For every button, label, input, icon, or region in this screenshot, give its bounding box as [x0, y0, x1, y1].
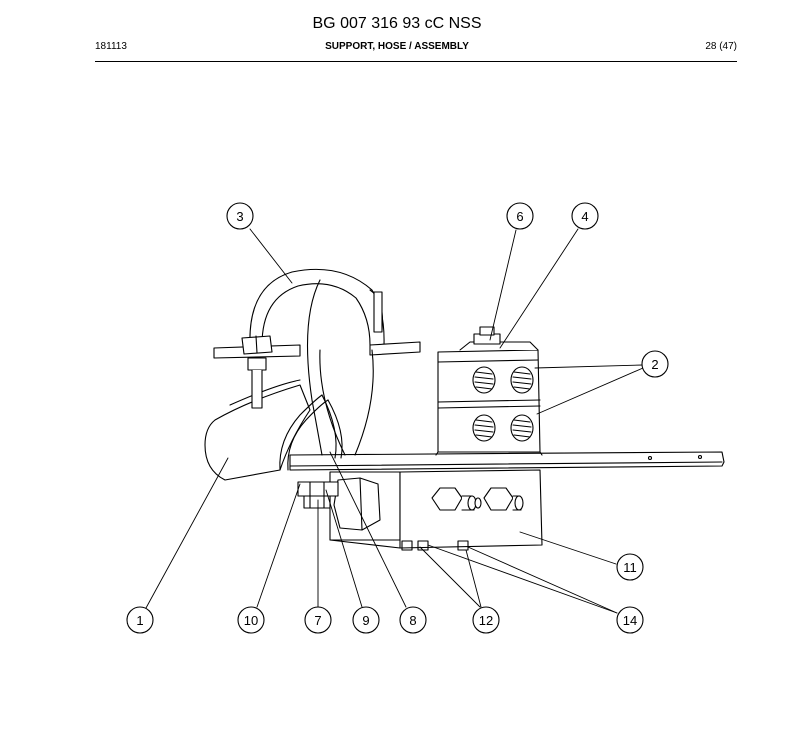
hose	[204, 379, 311, 481]
hex-nut	[333, 477, 381, 531]
threaded-bore-2	[510, 366, 534, 394]
callout-2: 2	[641, 350, 669, 378]
callout-14: 14	[616, 606, 644, 634]
callout-12: 12	[472, 606, 500, 634]
threaded-bore-1	[472, 366, 496, 394]
svg-text:10: 10	[244, 613, 258, 628]
date-code: 181113	[95, 41, 127, 52]
hose-fitting-left	[431, 487, 482, 511]
callout-7: 7	[304, 606, 332, 634]
base-plate	[289, 451, 725, 471]
threaded-bore-4	[510, 414, 534, 442]
svg-text:2: 2	[651, 357, 658, 372]
svg-text:4: 4	[581, 209, 588, 224]
svg-text:7: 7	[314, 613, 321, 628]
threaded-bore-3	[472, 414, 496, 442]
callout-3: 3	[226, 202, 254, 230]
pipe-clamp	[213, 268, 421, 456]
svg-text:11: 11	[623, 560, 637, 575]
callout-10: 9	[352, 606, 380, 634]
svg-text:12: 12	[479, 613, 493, 628]
callout-4: 4	[571, 202, 599, 230]
leader-lines	[145, 228, 644, 614]
svg-text:3: 3	[236, 209, 243, 224]
callout-8: 8	[399, 606, 427, 634]
lower-bolt	[297, 481, 339, 509]
hose-fitting-right	[483, 487, 524, 511]
page-number: 28 (47)	[705, 41, 737, 52]
svg-text:1: 1	[136, 613, 143, 628]
header-rule	[95, 61, 737, 62]
svg-text:14: 14	[623, 613, 637, 628]
callout-9: 10	[237, 606, 265, 634]
svg-text:6: 6	[516, 209, 523, 224]
svg-text:9: 9	[362, 613, 369, 628]
callout-1: 1	[126, 606, 154, 634]
callout-6: 6	[506, 202, 534, 230]
page-title: SUPPORT, HOSE / ASSEMBLY	[325, 41, 469, 52]
svg-text:8: 8	[409, 613, 416, 628]
callout-11: 11	[616, 553, 644, 581]
document-number: BG 007 316 93 cC NSS	[312, 15, 482, 32]
clamp-bolt	[241, 335, 273, 409]
